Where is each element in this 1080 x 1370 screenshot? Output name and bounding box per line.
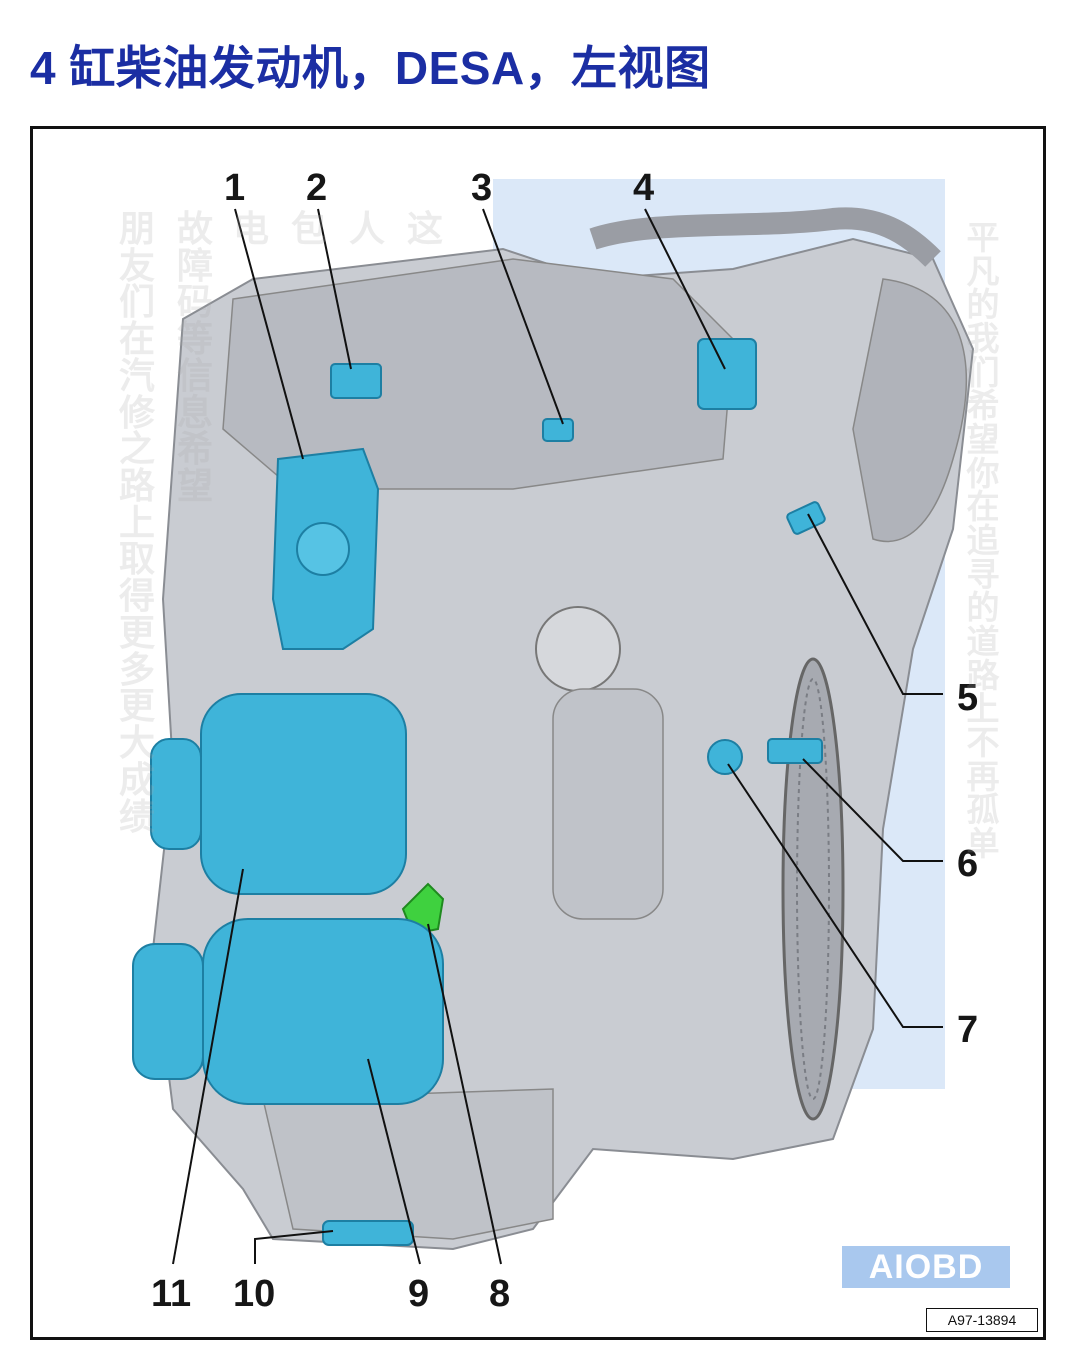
- sensor-7: [707, 739, 743, 775]
- callout-8: 8: [489, 1273, 511, 1315]
- leader-4: [644, 208, 726, 370]
- oil-filter-housing: [552, 688, 664, 920]
- callout-6: 6: [957, 843, 979, 885]
- leader-1: [234, 208, 304, 460]
- callout-1: 1: [224, 167, 246, 209]
- watermark-text-left-2: 故障码等信息希望: [176, 208, 213, 507]
- sensor-5: [786, 501, 826, 535]
- oil-filter-cap: [535, 606, 621, 692]
- callout-10: 10: [233, 1273, 276, 1315]
- component-10: [322, 1220, 414, 1246]
- valve-cover: [222, 258, 734, 490]
- sensor-6: [767, 738, 823, 764]
- alternator-11: [200, 693, 407, 895]
- leader-8: [427, 923, 502, 1265]
- sensor-2: [330, 363, 382, 399]
- callout-2: 2: [306, 167, 328, 209]
- aiobd-watermark-logo: AIOBD: [842, 1246, 1010, 1288]
- page-title: 4 缸柴油发动机，DESA，左视图: [30, 42, 711, 94]
- sensor-3: [542, 418, 574, 442]
- callout-7: 7: [957, 1009, 979, 1051]
- leader-5: [807, 513, 943, 695]
- watermark-text-left-3: 电: [232, 208, 269, 249]
- watermark-text-left: 朋友们在汽修之路上取得更多更大成绩: [118, 208, 155, 837]
- leader-2: [317, 208, 352, 370]
- callout-3: 3: [471, 167, 493, 209]
- leader-9: [367, 1058, 421, 1265]
- flywheel: [781, 657, 845, 1121]
- leader-3: [482, 208, 564, 425]
- engine-illustration: [132, 179, 975, 1265]
- callout-4: 4: [633, 167, 655, 209]
- leader-10: [254, 1230, 334, 1264]
- engine-diagram-frame: 1 2 3 4 5 6 7 8 9 10 11 朋友们在汽修之路上取得更多更大成…: [30, 126, 1046, 1340]
- callout-11: 11: [151, 1273, 192, 1315]
- callout-5: 5: [957, 677, 979, 719]
- ac-compressor-9: [202, 918, 444, 1105]
- watermark-text-left-6: 这: [406, 208, 443, 249]
- figure-reference: A97-13894: [926, 1308, 1038, 1332]
- intake-pipe: [589, 207, 941, 267]
- leader-lines: [172, 208, 943, 1265]
- turbo-housing: [852, 278, 967, 543]
- watermark-text-left-5: 人: [348, 208, 385, 249]
- callout-9: 9: [408, 1273, 430, 1315]
- oil-pan: [262, 1088, 554, 1240]
- leader-11: [172, 868, 244, 1265]
- watermark-text-right: 平凡的我们希望你在追寻的道路上不再孤单: [966, 219, 1000, 862]
- leader-6: [802, 758, 943, 862]
- leader-7: [727, 763, 943, 1028]
- sensor-4: [697, 338, 757, 410]
- watermark-text-left-4: 包: [290, 208, 327, 249]
